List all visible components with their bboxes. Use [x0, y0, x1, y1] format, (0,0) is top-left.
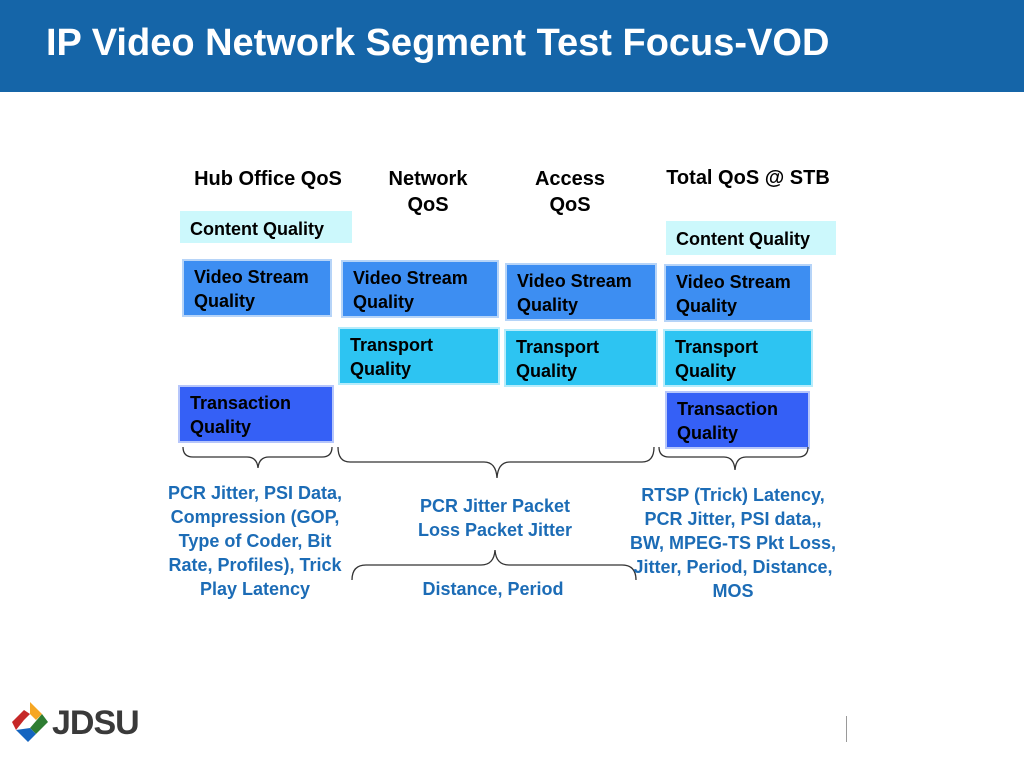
- footer-divider: [846, 716, 847, 742]
- stb-brace: [658, 446, 809, 471]
- network-transport-quality-box: Transport Quality: [338, 327, 500, 385]
- column-header-hub: Hub Office QoS: [194, 168, 342, 190]
- title-bar: [0, 0, 1024, 92]
- stb-content-quality-box: Content Quality: [666, 221, 836, 255]
- network-access-brace: [337, 446, 655, 479]
- slide-title: IP Video Network Segment Test Focus-VOD: [46, 22, 830, 64]
- jdsu-logo-text: JDSU: [52, 704, 140, 742]
- network-access-measurements-note: PCR Jitter Packet Loss Packet Jitter: [417, 496, 573, 540]
- hub-content-quality-box: Content Quality: [180, 211, 352, 243]
- stb-transport-quality-box: Transport Quality: [663, 329, 813, 387]
- column-header-network: Network QoS: [388, 168, 468, 216]
- stb-video-stream-quality-box: Video Stream Quality: [664, 264, 812, 322]
- access-transport-quality-box: Transport Quality: [504, 329, 658, 387]
- stb-measurements-note: RTSP (Trick) Latency, PCR Jitter, PSI da…: [629, 485, 837, 601]
- distance-period-note: Distance, Period: [422, 579, 564, 599]
- access-video-stream-quality-box: Video Stream Quality: [505, 263, 657, 321]
- hub-video-stream-quality-box: Video Stream Quality: [182, 259, 332, 317]
- hub-brace: [182, 446, 333, 469]
- hub-transaction-quality-box: Transaction Quality: [178, 385, 334, 443]
- network-video-stream-quality-box: Video Stream Quality: [341, 260, 499, 318]
- jdsu-logo-icon: [12, 702, 48, 742]
- hub-measurements-note: PCR Jitter, PSI Data, Compression (GOP, …: [167, 483, 343, 599]
- column-header-total: Total QoS @ STB: [666, 167, 830, 189]
- distance-brace: [351, 549, 637, 581]
- stb-transaction-quality-box: Transaction Quality: [665, 391, 810, 449]
- column-header-access: Access QoS: [534, 168, 606, 216]
